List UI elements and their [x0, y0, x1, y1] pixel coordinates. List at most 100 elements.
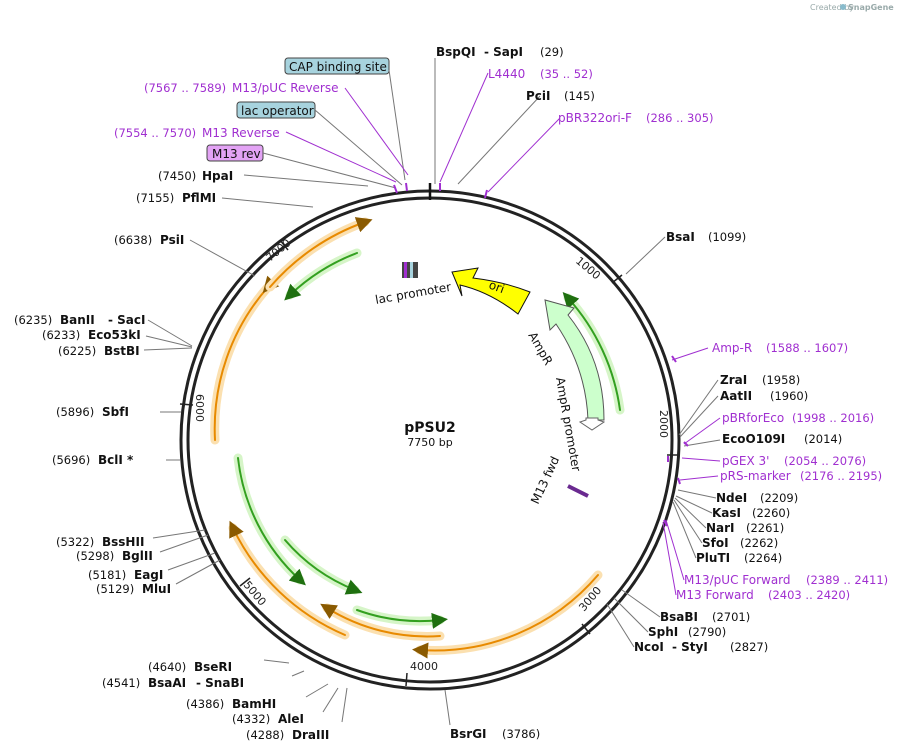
- site-pflmi-pos: (7155): [136, 191, 174, 205]
- tick-mark-4000: [405, 672, 408, 687]
- tick-label-4000: 4000: [410, 660, 438, 673]
- site-alei-name: AleI: [278, 712, 304, 726]
- tick-mark-7000: [279, 239, 289, 251]
- pgex-leader: [681, 457, 721, 462]
- eco53ki-leader: [145, 335, 193, 348]
- site-bglii-name: BglII: [122, 549, 153, 563]
- m13-puc-reverse-leader: [344, 87, 409, 176]
- l4440-leader: [439, 72, 489, 183]
- alei-leader: [322, 687, 339, 713]
- m13-reverse-leader: [285, 131, 397, 183]
- primer-pbrforeco-name: pBRforEco: [722, 411, 784, 425]
- ampr-feature[interactable]: [544, 299, 605, 421]
- site-aatii-name: AatII: [720, 389, 752, 403]
- pflmi-leader: [221, 197, 314, 208]
- bsaai-leader: [291, 670, 305, 677]
- cap-box[interactable]: [284, 57, 390, 75]
- site-sfoi-name: SfoI: [702, 536, 729, 550]
- lac-operator-leader: [314, 109, 403, 186]
- aatii-leader: [679, 395, 719, 438]
- site-aatii-pos: (1960): [770, 389, 808, 403]
- bsai-leader: [625, 236, 666, 275]
- primer-m13-puc-reverse-name: M13/pUC Reverse: [232, 81, 339, 95]
- tick-mark-3000: [581, 623, 591, 635]
- site-banii-extra: - SacI: [108, 313, 145, 327]
- prs-marker-leader: [679, 475, 719, 481]
- feature-arc-green-4: [284, 539, 363, 595]
- site-bsaai-extra: - SnaBI: [196, 676, 244, 690]
- psii-leader: [189, 239, 256, 277]
- ori-feature[interactable]: [451, 267, 531, 315]
- site-psii-name: PsiI: [160, 233, 184, 247]
- primer-pbr322ori-name: pBR322ori-F: [558, 111, 632, 125]
- primer-m13-puc-reverse-pos: (7567 .. 7589): [144, 81, 226, 95]
- lac-region-primer: [404, 262, 407, 278]
- site-nari-name: NarI: [706, 521, 735, 535]
- feature-arc-green-2: [562, 292, 621, 411]
- site-sfoi-pos: (2262): [740, 536, 778, 550]
- site-mlui-name: MluI: [142, 582, 171, 596]
- site-sphi-name: SphI: [648, 625, 678, 639]
- site-bsrgi-name: BsrGI: [450, 727, 487, 741]
- lac-region-operator: [410, 262, 413, 278]
- feature-arc-green-3: [237, 457, 306, 586]
- primer-amp-r-name: Amp-R: [712, 341, 752, 355]
- site-hpai-pos: (7450): [158, 169, 196, 183]
- plasmid-name: pPSU2: [404, 420, 455, 436]
- site-ncoi-extra: - StyI: [672, 640, 708, 654]
- m13-fwd-label: M13 fwd: [528, 454, 562, 506]
- site-bsabi-name: BsaBI: [660, 610, 698, 624]
- primer-m13-puc-forward-name: M13/pUC Forward: [684, 573, 791, 587]
- site-sbfi-name: SbfI: [102, 405, 129, 419]
- primer-pgex-name: pGEX 3': [722, 454, 769, 468]
- site-bsaai-pos: (4541): [102, 676, 140, 690]
- site-psii-pos: (6638): [114, 233, 152, 247]
- site-bspqi-extra: - SapI: [484, 45, 523, 59]
- lac-promoter-label: lac promoter: [374, 280, 452, 307]
- site-eagi-name: EagI: [134, 568, 163, 582]
- site-ncoi-pos: (2827): [730, 640, 768, 654]
- site-kasi-pos: (2260): [752, 506, 790, 520]
- site-alei-pos: (4332): [232, 712, 270, 726]
- credit-prefix: Created by: [810, 3, 854, 12]
- site-draiii-pos: (4288): [246, 728, 284, 742]
- feature-arc-green-1: [284, 252, 358, 301]
- primer-prs-marker-pos: (2176 .. 2195): [800, 469, 882, 483]
- site-bamhi-name: BamHI: [232, 697, 276, 711]
- feature-arc-orange-3: [412, 574, 599, 659]
- lac-operator-box-label: lac operator: [241, 104, 314, 118]
- site-bsshii-name: BssHII: [102, 535, 144, 549]
- feature-arc-orange-4: [320, 603, 441, 638]
- site-bamhi-pos: (4386): [186, 697, 224, 711]
- feature-arc-orange-1: [213, 275, 280, 441]
- site-sbfi-pos: (5896): [56, 405, 94, 419]
- site-zrai-pos: (1958): [762, 373, 800, 387]
- primer-mark-m13-forward: [663, 519, 668, 527]
- primer-pbrforeco-pos: (1998 .. 2016): [792, 411, 874, 425]
- m13-rev-box-label: M13 rev: [212, 147, 261, 161]
- primer-mark-pbrforeco: [683, 441, 689, 447]
- tick-label-5000: 5000: [241, 579, 269, 609]
- ncoi-leader: [606, 603, 635, 648]
- primer-prs-marker-name: pRS-marker: [720, 469, 791, 483]
- site-eco53ki-pos: (6233): [42, 328, 80, 342]
- site-bsai-pos: (1099): [708, 230, 746, 244]
- primer-l4440-pos: (35 .. 52): [540, 67, 593, 81]
- ampr-promoter-arrow-icon: [578, 417, 606, 431]
- site-bstbi-pos: (6225): [58, 344, 96, 358]
- primer-m13-puc-forward-pos: (2389 .. 2411): [806, 573, 888, 587]
- site-bcli-pos: (5696): [52, 453, 90, 467]
- site-eco53ki-name: Eco53kI: [88, 328, 141, 342]
- m13-puc-forward-leader: [665, 519, 685, 581]
- site-ndei-pos: (2209): [760, 491, 798, 505]
- primer-m13-forward-name: M13 Forward: [676, 588, 754, 602]
- feature-arc-green-halo-4: [280, 535, 360, 595]
- primer-mark-amp-r: [671, 355, 677, 363]
- ndei-leader: [677, 489, 717, 499]
- tick-label-6000: 6000: [193, 394, 206, 422]
- site-banii-pos: (6235): [14, 313, 52, 327]
- pbr322ori-leader: [487, 117, 561, 193]
- cap-leader: [388, 69, 406, 181]
- tick-mark-6000: [179, 403, 194, 406]
- m13-fwd-feature[interactable]: [567, 484, 589, 498]
